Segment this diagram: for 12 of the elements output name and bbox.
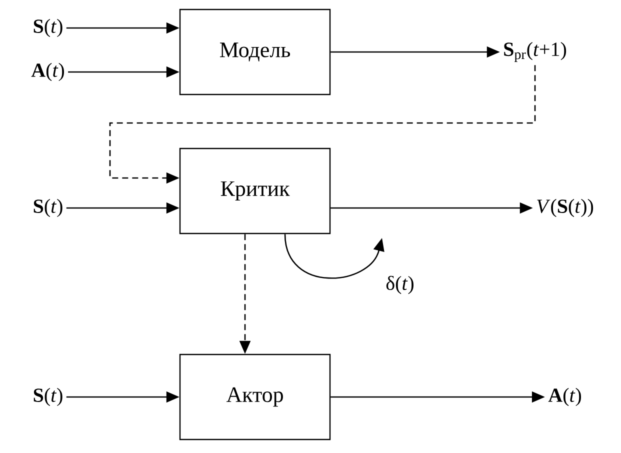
loop-arrow [284, 234, 384, 279]
signal-label: S(t) [34, 198, 62, 218]
signal-label: S$_{pr}$(t+1) [504, 42, 566, 62]
process-box: Актор [179, 354, 331, 440]
signal-label: A(t) [548, 388, 581, 406]
signal-label: S(t) [34, 388, 62, 406]
process-box: Критик [179, 148, 331, 234]
signal-label: S(t) [34, 18, 62, 38]
edge-label: δ(t) [384, 274, 416, 296]
signal-label: A(t) [31, 62, 64, 82]
process-box: Модель [179, 8, 331, 96]
signal-label: V(S(t)) [537, 198, 594, 218]
